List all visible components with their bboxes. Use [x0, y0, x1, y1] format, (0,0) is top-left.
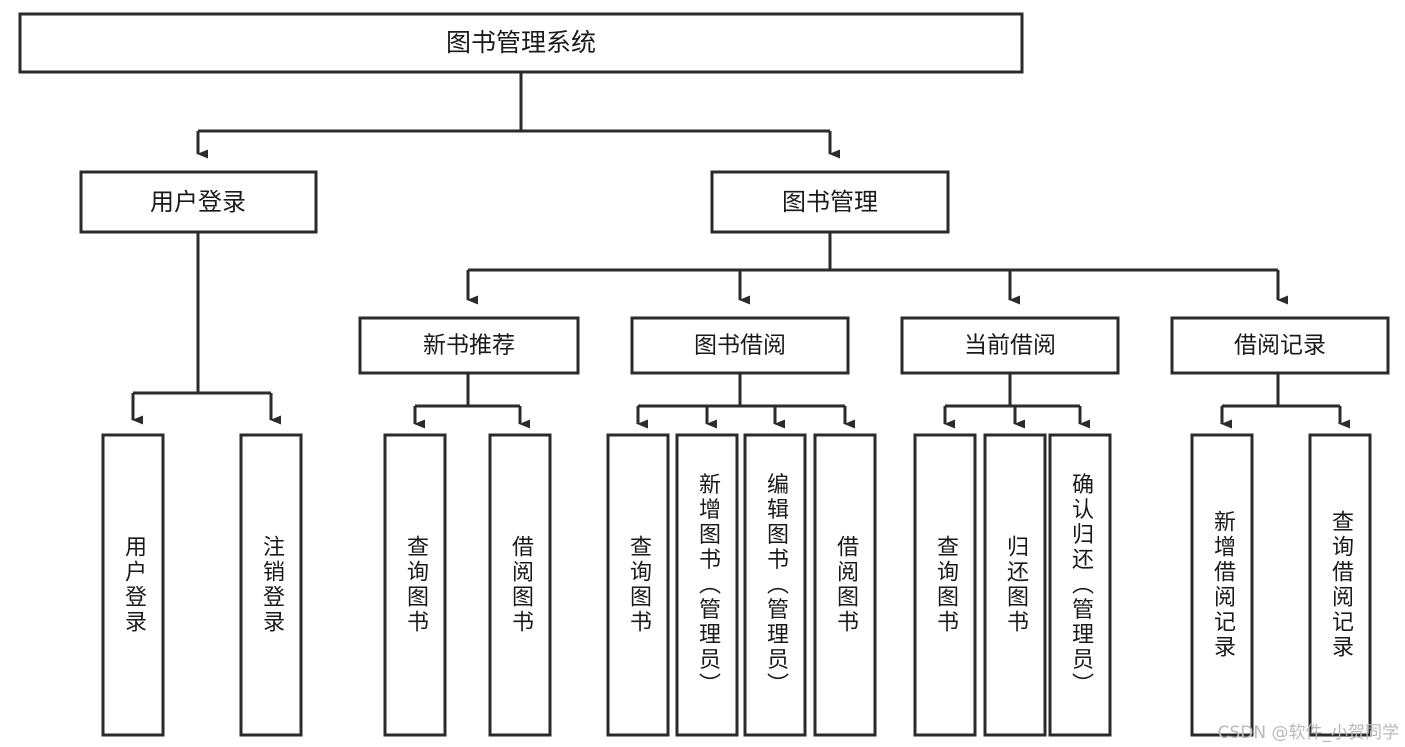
- node-current-borrow-box[interactable]: [900, 316, 1120, 375]
- leaf-user-login-box[interactable]: [101, 433, 165, 737]
- leaf-user-login-label: 用户登录: [121, 535, 147, 635]
- node-book-manage[interactable]: 图书管理: [710, 170, 950, 234]
- leaf-query-record-box[interactable]: [1308, 433, 1372, 737]
- leaf-borrow-book-1-label: 借阅图书: [508, 535, 534, 635]
- leaf-add-record-label: 新增借阅记录: [1210, 510, 1236, 660]
- node-borrow-record-label: 借阅记录: [1234, 333, 1326, 359]
- leaf-query-book-2-box[interactable]: [606, 433, 670, 737]
- node-book-manage-box[interactable]: [710, 170, 950, 234]
- leaf-return-book[interactable]: 归还图书: [983, 433, 1047, 737]
- leaf-query-book-1-label: 查询图书: [403, 535, 429, 635]
- leaf-add-book[interactable]: 新增图书（管理员）: [675, 433, 739, 737]
- node-root-label: 图书管理系统: [446, 28, 596, 57]
- leaf-query-book-2[interactable]: 查询图书: [606, 433, 670, 737]
- leaf-query-book-1-box[interactable]: [383, 433, 447, 737]
- node-user-login-label: 用户登录: [150, 188, 246, 216]
- node-user-login-box[interactable]: [79, 170, 318, 234]
- node-borrow-record-box[interactable]: [1170, 316, 1390, 375]
- node-book-borrow-label: 图书借阅: [694, 333, 786, 359]
- leaf-logout-label: 注销登录: [259, 535, 285, 635]
- leaf-query-book-3-box[interactable]: [913, 433, 977, 737]
- connector-group-book-manage: [466, 232, 1288, 305]
- leaf-query-book-1[interactable]: 查询图书: [383, 433, 447, 737]
- leaf-confirm-return[interactable]: 确认归还（管理员）: [1048, 433, 1112, 737]
- leaf-borrow-book-2[interactable]: 借阅图书: [813, 433, 877, 737]
- leaf-return-book-box[interactable]: [983, 433, 1047, 737]
- node-new-book-rec-label: 新书推荐: [423, 333, 515, 359]
- leaf-return-book-label: 归还图书: [1003, 535, 1029, 635]
- node-current-borrow[interactable]: 当前借阅: [900, 316, 1120, 375]
- leaf-query-book-3[interactable]: 查询图书: [913, 433, 977, 737]
- leaf-edit-book[interactable]: 编辑图书（管理员）: [743, 433, 807, 737]
- node-user-login[interactable]: 用户登录: [79, 170, 318, 234]
- leaf-borrow-book-1-box[interactable]: [488, 433, 552, 737]
- leaf-add-record[interactable]: 新增借阅记录: [1190, 433, 1254, 737]
- leaf-confirm-return-label: 确认归还（管理员）: [1068, 473, 1094, 698]
- leaf-add-record-box[interactable]: [1190, 433, 1254, 737]
- leaf-edit-book-box[interactable]: [743, 433, 807, 737]
- leaf-borrow-book-2-box[interactable]: [813, 433, 877, 737]
- node-root[interactable]: 图书管理系统: [18, 12, 1024, 74]
- node-current-borrow-label: 当前借阅: [964, 333, 1056, 359]
- leaf-logout[interactable]: 注销登录: [239, 433, 303, 737]
- node-root-box[interactable]: [18, 12, 1024, 74]
- leaf-logout-box[interactable]: [239, 433, 303, 737]
- leaf-add-book-box[interactable]: [675, 433, 739, 737]
- node-new-book-rec[interactable]: 新书推荐: [358, 316, 580, 375]
- leaf-add-book-label: 新增图书（管理员）: [695, 473, 721, 698]
- leaf-edit-book-label: 编辑图书（管理员）: [763, 473, 789, 698]
- leaf-user-login[interactable]: 用户登录: [101, 433, 165, 737]
- leaf-query-record[interactable]: 查询借阅记录: [1308, 433, 1372, 737]
- csdn-watermark: CSDN @软件_小贺同学: [1217, 723, 1399, 743]
- connector-group-book-borrow: [636, 373, 855, 429]
- leaf-query-record-label: 查询借阅记录: [1328, 510, 1354, 660]
- connector-group-current-borrow: [943, 373, 1090, 429]
- connector-group-root: [196, 72, 840, 159]
- leaf-borrow-book-2-label: 借阅图书: [833, 535, 859, 635]
- leaf-borrow-book-1[interactable]: 借阅图书: [488, 433, 552, 737]
- connector-group-user-login: [131, 232, 281, 425]
- leaf-query-book-2-label: 查询图书: [626, 535, 652, 635]
- node-book-borrow-box[interactable]: [630, 316, 850, 375]
- connector-group-new-book-rec: [413, 373, 530, 429]
- node-book-borrow[interactable]: 图书借阅: [630, 316, 850, 375]
- leaf-confirm-return-box[interactable]: [1048, 433, 1112, 737]
- node-book-manage-label: 图书管理: [782, 188, 878, 216]
- connector-group-borrow-record: [1220, 373, 1350, 429]
- node-borrow-record[interactable]: 借阅记录: [1170, 316, 1390, 375]
- leaf-query-book-3-label: 查询图书: [933, 535, 959, 635]
- node-new-book-rec-box[interactable]: [358, 316, 580, 375]
